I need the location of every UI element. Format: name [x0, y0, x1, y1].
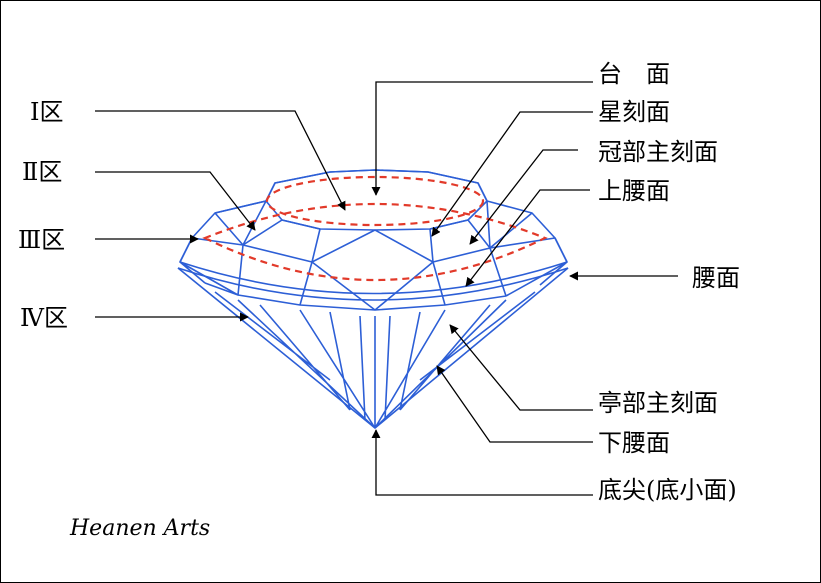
leader-crown-main [469, 149, 578, 245]
right-leaders [371, 81, 678, 496]
label-table: 台 面 [598, 60, 670, 88]
label-star: 星刻面 [598, 98, 670, 126]
right-labels: 台 面 星刻面 冠部主刻面 上腰面 腰面 亭部主刻面 下腰面 底尖(底小面) [598, 60, 740, 504]
leader-lower-girdle [436, 365, 593, 443]
label-culet: 底尖(底小面) [598, 476, 737, 504]
pavilion-facets [214, 291, 536, 429]
label-girdle: 腰面 [692, 264, 740, 292]
label-upper-girdle: 上腰面 [598, 177, 670, 205]
label-zone4: Ⅳ区 [20, 304, 68, 332]
label-zone3: Ⅲ区 [18, 226, 65, 254]
label-lower-girdle: 下腰面 [598, 429, 670, 457]
left-labels: Ⅰ区 Ⅱ区 Ⅲ区 Ⅳ区 [18, 98, 68, 332]
leader-pavilion-main [449, 324, 593, 411]
label-zone2: Ⅱ区 [22, 158, 62, 186]
leader-upper-girdle [465, 189, 590, 287]
girdle-band [177, 261, 569, 301]
label-crown-main: 冠部主刻面 [598, 138, 718, 166]
leader-zone1 [95, 110, 346, 211]
leader-star [431, 111, 593, 237]
zone-boundaries [202, 175, 548, 282]
crown-facets [179, 200, 568, 311]
left-leaders [95, 110, 346, 322]
pavilion-outline [177, 267, 569, 429]
label-pavilion-main: 亭部主刻面 [598, 389, 718, 417]
brand-signature: Heanen Arts [69, 516, 210, 541]
zone-boundary-outer [202, 202, 548, 282]
leader-culet [371, 429, 593, 496]
diamond-illustration [177, 169, 569, 429]
leader-table [371, 81, 593, 196]
leader-zone2 [95, 171, 256, 231]
crown-outline [179, 169, 568, 263]
zone-boundary-inner [265, 175, 485, 227]
label-zone1: Ⅰ区 [30, 98, 63, 126]
